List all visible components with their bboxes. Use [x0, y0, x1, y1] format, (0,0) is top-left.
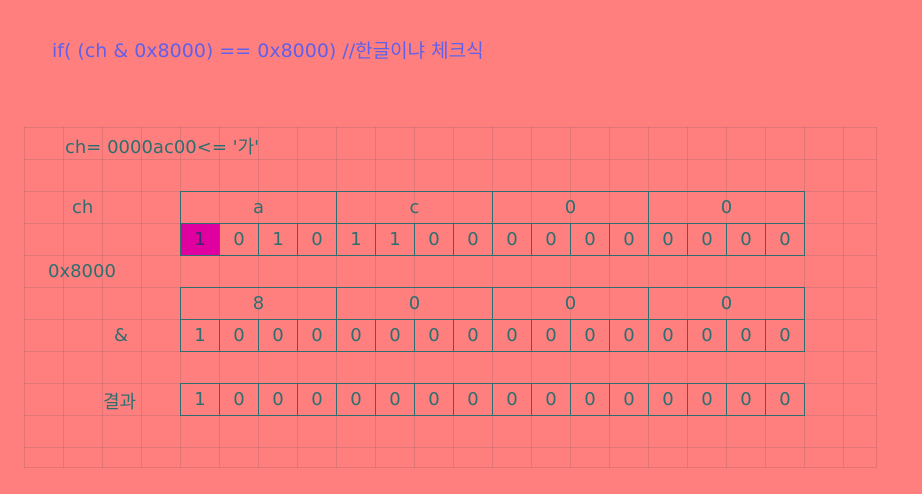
bit-cell: 0 [336, 319, 376, 352]
bit-cell: 0 [726, 319, 766, 352]
bit-cell: 0 [648, 383, 688, 416]
bit-cell: 0 [453, 319, 493, 352]
background-grid [24, 127, 877, 468]
and-label: & [114, 325, 129, 346]
mask-label: 0x8000 [48, 261, 116, 282]
hex-digit-cell: 8 [180, 287, 337, 320]
bit-cell: 0 [648, 319, 688, 352]
result-label: 결과 [103, 392, 137, 413]
bit-cell: 0 [687, 319, 727, 352]
bit-cell: 0 [687, 383, 727, 416]
bit-cell: 1 [180, 319, 220, 352]
bit-cell: 0 [609, 319, 649, 352]
bit-cell: 0 [531, 223, 571, 256]
hex-digit-cell: 0 [492, 287, 649, 320]
bit-cell: 0 [375, 319, 415, 352]
bit-cell: 0 [258, 383, 298, 416]
bit-cell: 0 [765, 319, 805, 352]
bit-cell: 0 [531, 319, 571, 352]
ch-expression-label: ch= 0000ac00<= '가' [65, 137, 260, 158]
code-line: if( (ch & 0x8000) == 0x8000) //한글이냐 체크식 [52, 40, 484, 62]
hex-digit-cell: a [180, 191, 337, 224]
bit-cell: 0 [609, 223, 649, 256]
bit-cell: 0 [297, 223, 337, 256]
hex-digit-cell: 0 [648, 191, 805, 224]
bit-cell: 0 [648, 223, 688, 256]
bit-cell: 0 [570, 319, 610, 352]
bit-cell: 0 [531, 383, 571, 416]
bit-cell: 1 [336, 223, 376, 256]
bit-cell: 1 [258, 223, 298, 256]
bit-cell: 0 [453, 223, 493, 256]
bit-cell: 0 [219, 223, 259, 256]
bit-cell: 0 [570, 223, 610, 256]
bit-cell: 0 [726, 383, 766, 416]
hex-digit-cell: 0 [336, 287, 493, 320]
bit-cell: 0 [687, 223, 727, 256]
bit-cell: 0 [492, 223, 532, 256]
bit-cell: 0 [219, 319, 259, 352]
bit-cell: 0 [570, 383, 610, 416]
bit-cell: 0 [726, 223, 766, 256]
bit-cell: 0 [609, 383, 649, 416]
bit-cell: 0 [297, 319, 337, 352]
bit-cell: 0 [453, 383, 493, 416]
bit-cell: 0 [492, 319, 532, 352]
hex-digit-cell: c [336, 191, 493, 224]
hex-digit-cell: 0 [492, 191, 649, 224]
bit-cell: 0 [414, 383, 454, 416]
hex-digit-cell: 0 [648, 287, 805, 320]
bit-cell: 0 [258, 319, 298, 352]
bit-cell: 0 [765, 383, 805, 416]
bit-cell: 0 [297, 383, 337, 416]
bit-cell: 0 [375, 383, 415, 416]
bit-cell: 0 [219, 383, 259, 416]
ch-label: ch [72, 197, 94, 218]
bit-cell: 0 [336, 383, 376, 416]
bit-cell: 0 [492, 383, 532, 416]
bit-cell: 0 [414, 223, 454, 256]
bit-cell: 1 [375, 223, 415, 256]
bit-cell: 1 [180, 383, 220, 416]
bit-cell: 0 [765, 223, 805, 256]
bit-cell: 0 [414, 319, 454, 352]
bit-cell: 1 [180, 223, 220, 256]
